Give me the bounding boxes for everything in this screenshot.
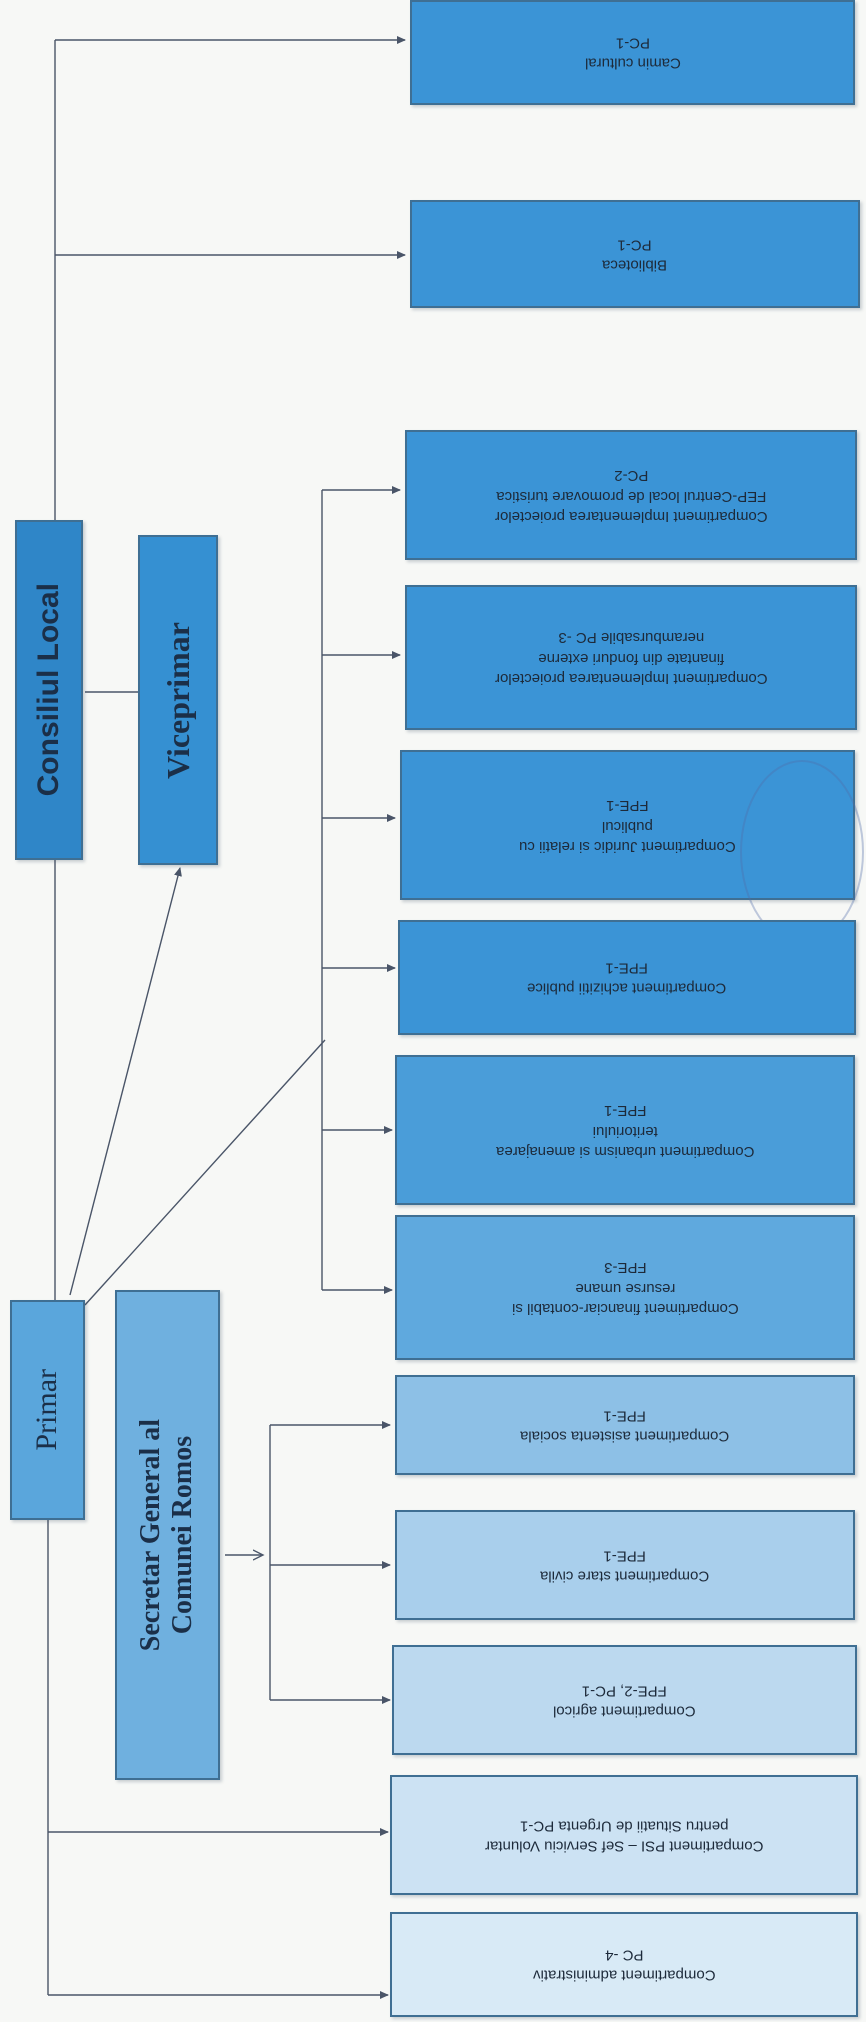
dept-agricol: Compartiment agricol FPE-2, PC-1	[392, 1645, 857, 1755]
link-primar-viceprimar	[69, 867, 182, 1296]
dept-line: publicul	[602, 817, 653, 835]
dept-line: Compartiment Implementarea proiectelor	[494, 507, 768, 525]
dept-administrativ: Compartiment administrativ PC -4	[390, 1912, 858, 2017]
dept-line: finantate din fonduri externe	[538, 649, 724, 667]
dept-financiar: Compartiment financiar-contabil si resur…	[395, 1215, 855, 1360]
dept-psi: Compartiment PSI – Sef Serviciu Voluntar…	[390, 1775, 858, 1895]
dept-line: PC-1	[617, 236, 653, 253]
dept-line: pentru Situatii de Urgenta PC-1	[519, 1817, 729, 1834]
dept-line: Compartiment PSI – Sef Serviciu Voluntar	[484, 1837, 764, 1855]
dept-line: Compartiment asistenta sociala	[520, 1427, 730, 1445]
dept-line: FPE-1	[605, 959, 649, 977]
primar-label: Primar	[30, 1369, 64, 1451]
dept-line: FEP-Centrul local de promovare turistica	[495, 487, 767, 505]
primar-box: Primar	[10, 1300, 85, 1520]
consiliul-local-box: Consiliul Local	[15, 520, 83, 860]
secretar-line-1: Secretar General al	[135, 1418, 167, 1652]
dept-line: Compartiment administrativ	[532, 1966, 716, 1984]
dept-camin: Camin cultural PC-1	[410, 0, 855, 105]
dept-urbanism: Compartiment urbanism si amenajarea teri…	[395, 1055, 855, 1205]
dept-line: FPE-2, PC-1	[581, 1682, 668, 1699]
dept-line: PC-1	[615, 34, 650, 52]
dept-line: Compartiment Juridic si relatii cu	[519, 837, 736, 855]
stamp-mark	[740, 760, 864, 944]
consiliul-local-label: Consiliul Local	[31, 583, 65, 797]
dept-line: FPE-3	[603, 1259, 647, 1277]
viceprimar-box: Viceprimar	[138, 535, 218, 865]
dept-line: Compartiment agricol	[553, 1702, 696, 1720]
dept-fep: Compartiment Implementarea proiectelor F…	[405, 430, 857, 560]
dept-line: Compartiment Implementarea proiectelor	[494, 669, 768, 687]
dept-line: PC-2	[613, 466, 649, 484]
dept-line: Compartiment stare civila	[540, 1567, 710, 1585]
dept-achizitii: Compartiment achizitii publice FPE-1	[398, 920, 856, 1035]
dept-line: FPE-1	[603, 1547, 647, 1564]
secretar-label: Secretar General al Comunei Romos	[135, 1419, 199, 1651]
dept-line: Biblioteca	[602, 256, 668, 274]
dept-asistenta: Compartiment asistenta sociala FPE-1	[395, 1375, 855, 1475]
dept-line: teritoriului	[592, 1122, 658, 1140]
dept-line: resurse umane	[574, 1279, 676, 1297]
viceprimar-label: Viceprimar	[159, 621, 196, 779]
link-primar-departments	[84, 1039, 326, 1306]
dept-line: Compartiment achizitii publice	[527, 979, 727, 997]
dept-stare: Compartiment stare civila FPE-1	[395, 1510, 855, 1620]
secretar-box: Secretar General al Comunei Romos	[115, 1290, 220, 1780]
dept-fonduri: Compartiment Implementarea proiectelor f…	[405, 585, 857, 730]
dept-line: Compartiment financiar-contabil si	[511, 1299, 739, 1317]
dept-biblioteca: Biblioteca PC-1	[410, 200, 860, 308]
secretar-line-2: Comunei Romos	[167, 1435, 199, 1635]
dept-line: nerambursabile PC -3	[558, 629, 704, 647]
dept-line: Camin cultural	[584, 54, 681, 72]
dept-line: FPE-1	[603, 1407, 647, 1424]
dept-line: FPE-1	[603, 1101, 647, 1119]
dept-line: FPE-1	[606, 796, 649, 814]
dept-line: PC -4	[604, 1946, 644, 1964]
dept-line: Compartiment urbanism si amenajarea	[495, 1142, 755, 1160]
